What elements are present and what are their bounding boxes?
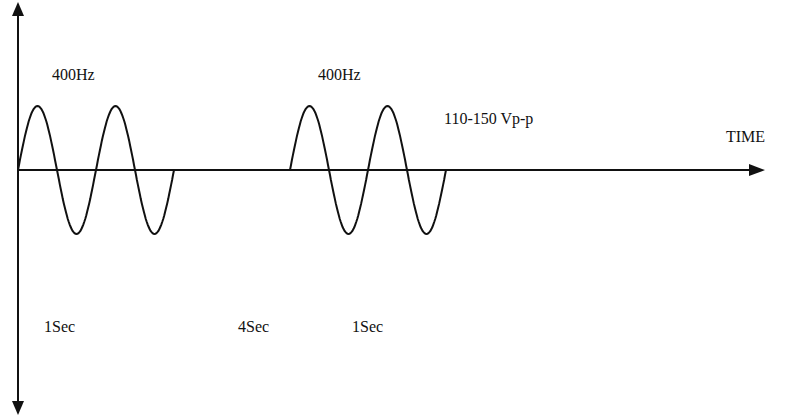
duration-label: 1Sec bbox=[44, 318, 75, 336]
sine-burst bbox=[18, 106, 174, 234]
time-axis bbox=[18, 169, 752, 171]
interval-label: 4Sec bbox=[238, 318, 269, 336]
duration-label: 1Sec bbox=[352, 318, 383, 336]
arrow-head bbox=[749, 164, 765, 176]
sine-burst bbox=[290, 106, 446, 234]
amplitude-label: 110-150 Vp-p bbox=[444, 110, 533, 128]
arrow-head bbox=[12, 401, 24, 415]
frequency-label: 400Hz bbox=[318, 66, 361, 84]
vertical-axis bbox=[17, 8, 19, 410]
frequency-label: 400Hz bbox=[52, 66, 95, 84]
axis-label: TIME bbox=[726, 128, 765, 146]
arrow-head bbox=[12, 2, 24, 16]
